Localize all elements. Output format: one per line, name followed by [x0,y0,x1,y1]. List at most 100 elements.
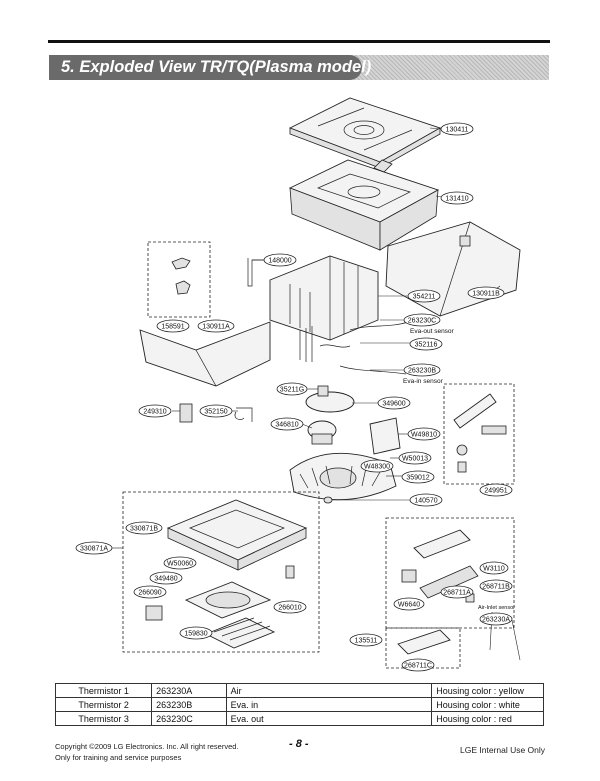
thermistor-location: Eva. in [225,697,433,712]
callout-266010: 266010 [273,600,307,614]
display-part [285,565,295,579]
clip-parts [171,257,191,295]
svg-text:268711C: 268711C [404,663,432,670]
eva-out-sensor-label: Eva-out sensor [410,328,455,335]
svg-text:158591: 158591 [161,324,184,331]
callout-352116: 352116 [409,337,443,351]
callout-263230c: 263230C [403,313,441,327]
thermistor-housing: Housing color : yellow [431,683,544,698]
thermistor-code: 263230B [151,697,227,712]
insulation-parts [443,383,515,485]
table-row: Thermistor 2 263230B Eva. in Housing col… [54,697,544,712]
svg-text:W48300: W48300 [364,464,390,471]
svg-text:W49810: W49810 [411,432,437,439]
fan-motor-part [307,420,337,445]
svg-text:W6640: W6640 [398,602,420,609]
svg-text:263230A: 263230A [482,617,510,624]
callout-249951: 249951 [479,483,513,497]
callout-35211g: 35211G [276,382,308,396]
svg-text:349480: 349480 [154,576,177,583]
svg-text:W50060: W50060 [167,561,193,568]
callout-330871b: 330871B [125,521,163,535]
callout-268711c: 268711C [401,658,435,672]
section-header: 5. Exploded View TR/TQ(Plasma model) [49,55,549,80]
svg-text:330871A: 330871A [80,546,108,553]
svg-text:159830: 159830 [184,631,207,638]
thermistor-housing: Housing color : red [431,711,544,726]
top-rule [48,40,550,43]
chassis-part [288,159,440,251]
page-number: - 8 - [289,738,309,750]
front-grille-part [166,499,308,571]
section-title-box [49,55,362,80]
cover-part [397,629,451,655]
heat-exchanger-part [269,255,379,341]
bolt-part [323,496,333,504]
svg-text:W3110: W3110 [483,566,505,573]
air-filter-part [184,581,272,619]
callout-w49810: W49810 [407,427,441,441]
svg-text:249310: 249310 [143,409,166,416]
callout-263230b: 263230B [403,363,441,377]
svg-text:266090: 266090 [138,590,161,597]
inlet-grille-part [204,617,276,649]
thermistor-name: Thermistor 3 [54,711,153,726]
thermistor-code: 263230C [151,711,227,726]
svg-text:349600: 349600 [382,401,405,408]
svg-text:W50013: W50013 [402,456,428,463]
callout-130911b: 130911B [467,286,505,300]
thermistor-table: Thermistor 1 263230A Air Housing color :… [54,683,544,726]
svg-text:266010: 266010 [278,605,301,612]
callout-266090: 266090 [133,585,167,599]
control-box-part [369,417,401,455]
thermistor-name: Thermistor 2 [54,697,153,712]
control-group-box [385,517,515,629]
eva-in-sensor-label: Eva-in sensor [403,378,444,385]
callout-268711a: 268711A [440,585,474,599]
callout-330871a: 330871A [75,541,113,555]
callout-131410: 131410 [440,191,474,205]
svg-text:140570: 140570 [414,498,437,505]
callout-130911a: 130911A [197,319,235,333]
thermistor-location: Air [225,683,433,698]
svg-text:263230B: 263230B [408,368,436,375]
svg-text:354211: 354211 [413,294,436,301]
svg-text:249951: 249951 [484,488,507,495]
internal-use-text: LGE Internal Use Only [460,745,546,755]
svg-text:346810: 346810 [275,422,298,429]
clip-group-box [147,241,211,318]
thermistor-name: Thermistor 1 [54,683,153,698]
callout-135511: 135511 [349,633,383,647]
svg-text:130911B: 130911B [472,291,500,298]
svg-text:135511: 135511 [355,638,378,645]
section-title: 5. Exploded View TR/TQ(Plasma model) [61,58,372,76]
top-panel-part [288,97,442,173]
callout-349480: 349480 [149,571,183,585]
thermistor-location: Eva. out [225,711,433,726]
table-row: Thermistor 1 263230A Air Housing color :… [54,683,544,698]
pcb-box-part [401,529,479,603]
svg-text:352116: 352116 [415,342,438,349]
footer-copyright-block: Copyright ©2009 LG Electronics. Inc. All… [55,741,239,763]
callout-148000: 148000 [263,253,297,267]
callout-w3110: W3110 [479,561,509,575]
svg-text:35211G: 35211G [280,387,304,394]
callout-140570: 140570 [409,493,443,507]
callout-w6640: W6640 [393,597,425,611]
callouts: 130411 131410 148000 354211 130911B 1585… [75,122,513,672]
side-panel-b-part [385,221,521,317]
callout-249310: 249310 [138,404,172,418]
callout-w50013: W50013 [398,451,432,465]
svg-text:148000: 148000 [268,258,291,265]
svg-text:359012: 359012 [406,475,429,482]
callout-349600: 349600 [377,396,411,410]
plasma-filter-part [145,605,163,621]
usage-text: Only for training and service purposes [55,753,182,762]
svg-text:130911A: 130911A [202,324,230,331]
svg-text:330871B: 330871B [130,526,158,533]
callout-268711b: 268711B [479,579,513,593]
bracket-part [247,258,264,287]
drain-pump-part [305,385,355,413]
callout-263230a: 263230A [479,612,513,626]
